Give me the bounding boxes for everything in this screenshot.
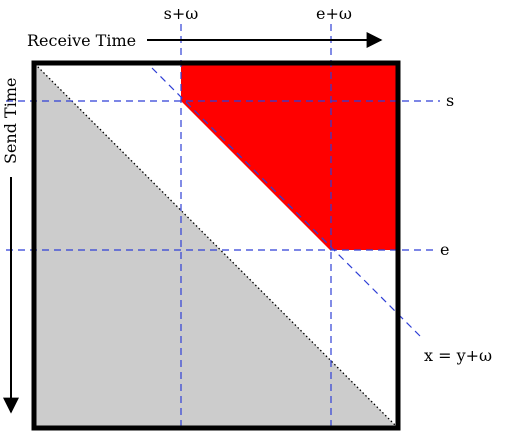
e-plus-omega-label: e+ω bbox=[316, 4, 352, 23]
s-plus-omega-label: s+ω bbox=[164, 4, 199, 23]
red-region bbox=[181, 64, 397, 250]
s-label: s bbox=[446, 91, 454, 110]
receive-time-label: Receive Time bbox=[27, 31, 136, 50]
send-time-label: Send Time bbox=[1, 78, 20, 165]
guide-diagonal-omega bbox=[151, 67, 421, 337]
e-label: e bbox=[440, 240, 449, 259]
guide-lines bbox=[6, 24, 440, 427]
frame bbox=[31, 60, 401, 431]
diagonal-label: x = y+ω bbox=[424, 346, 492, 365]
main-diagonal bbox=[34, 63, 398, 428]
